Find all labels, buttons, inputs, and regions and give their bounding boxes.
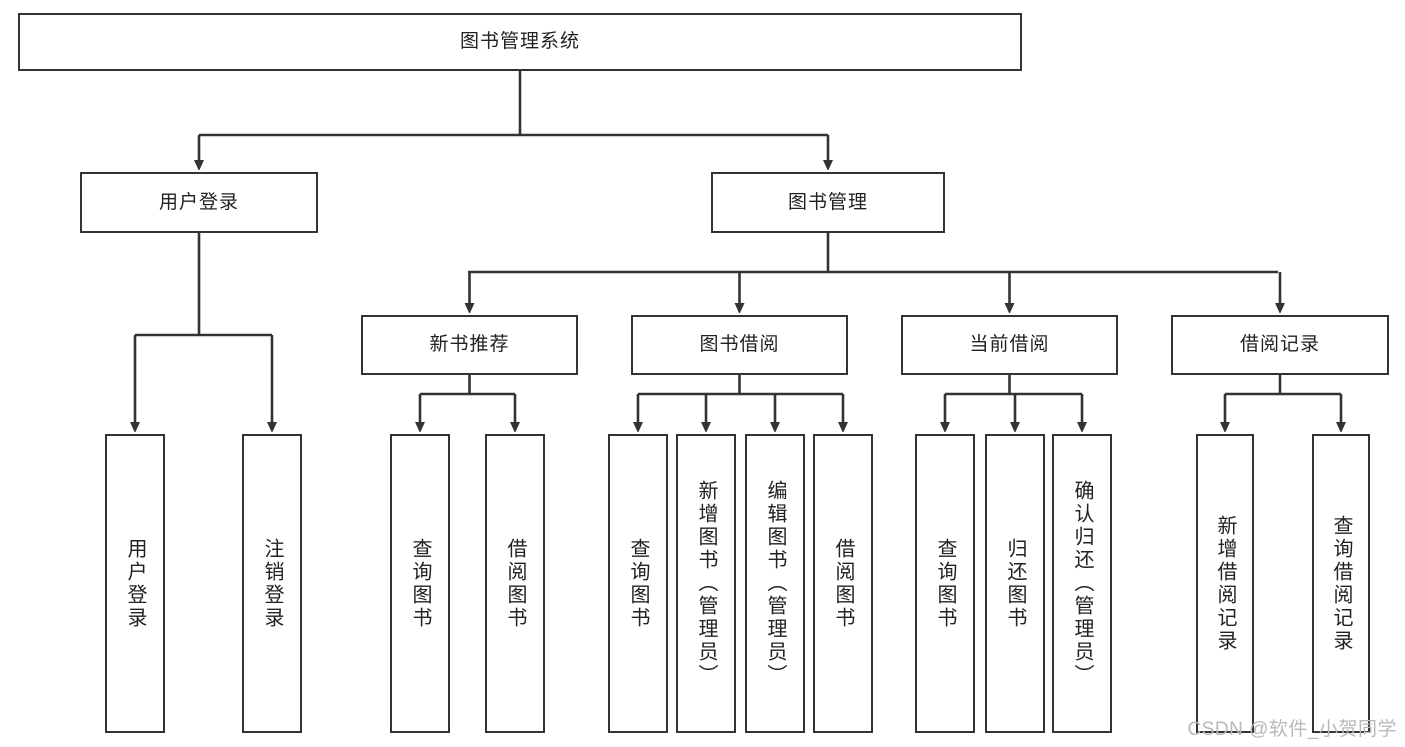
node-level3-0[interactable]: 新书推荐 — [361, 315, 578, 375]
node-leaf-0[interactable]: 用户登录 — [105, 434, 165, 733]
node-leaf-3[interactable]: 借阅图书 — [485, 434, 545, 733]
node-label: 用户登录 — [124, 537, 146, 630]
node-leaf-8[interactable]: 查询图书 — [915, 434, 975, 733]
node-label: 借阅图书 — [832, 537, 854, 630]
node-label: 注销登录 — [261, 537, 283, 630]
node-label: 查询图书 — [627, 537, 649, 630]
node-level2-0[interactable]: 用户登录 — [80, 172, 318, 233]
node-label: 借阅图书 — [504, 537, 526, 630]
node-label: 查询图书 — [934, 537, 956, 630]
node-label: 用户登录 — [158, 191, 239, 213]
node-level3-1[interactable]: 图书借阅 — [631, 315, 848, 375]
node-label: 新增借阅记录 — [1214, 514, 1236, 653]
node-leaf-4[interactable]: 查询图书 — [608, 434, 668, 733]
node-level2-1[interactable]: 图书管理 — [711, 172, 945, 233]
node-label: 确认归还（管理员） — [1071, 480, 1093, 687]
node-leaf-5[interactable]: 新增图书（管理员） — [676, 434, 736, 733]
node-level3-3[interactable]: 借阅记录 — [1171, 315, 1389, 375]
node-leaf-1[interactable]: 注销登录 — [242, 434, 302, 733]
node-label: 查询借阅记录 — [1330, 514, 1352, 653]
node-leaf-12[interactable]: 查询借阅记录 — [1312, 434, 1370, 733]
node-label: 图书借阅 — [699, 334, 780, 356]
node-level3-2[interactable]: 当前借阅 — [901, 315, 1118, 375]
node-leaf-10[interactable]: 确认归还（管理员） — [1052, 434, 1112, 733]
node-label: 图书管理 — [787, 191, 868, 213]
node-leaf-9[interactable]: 归还图书 — [985, 434, 1045, 733]
node-leaf-6[interactable]: 编辑图书（管理员） — [745, 434, 805, 733]
node-root[interactable]: 图书管理系统 — [18, 13, 1022, 71]
node-label: 编辑图书（管理员） — [764, 480, 786, 687]
node-label: 借阅记录 — [1239, 334, 1320, 356]
node-label: 新增图书（管理员） — [695, 480, 717, 687]
node-label: 查询图书 — [409, 537, 431, 630]
node-label: 归还图书 — [1004, 537, 1026, 630]
node-label: 图书管理系统 — [459, 31, 580, 53]
node-leaf-7[interactable]: 借阅图书 — [813, 434, 873, 733]
node-leaf-2[interactable]: 查询图书 — [390, 434, 450, 733]
node-leaf-11[interactable]: 新增借阅记录 — [1196, 434, 1254, 733]
node-label: 新书推荐 — [429, 334, 510, 356]
node-label: 当前借阅 — [969, 334, 1050, 356]
